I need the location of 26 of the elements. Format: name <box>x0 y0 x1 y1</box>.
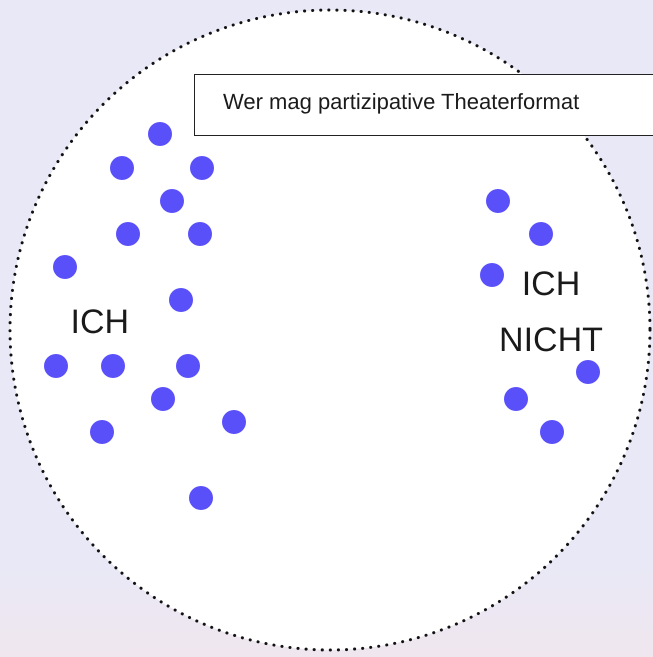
dot <box>527 220 555 248</box>
dot <box>149 385 177 413</box>
question-box <box>194 74 653 136</box>
dot <box>174 352 202 380</box>
dot <box>51 253 79 281</box>
dot <box>42 352 70 380</box>
dot <box>484 187 512 215</box>
dot <box>158 187 186 215</box>
dot <box>574 358 602 386</box>
dot <box>146 120 174 148</box>
dot <box>187 484 215 512</box>
dot <box>88 418 116 446</box>
dot <box>478 261 506 289</box>
dot <box>167 286 195 314</box>
dot <box>220 408 248 436</box>
dot <box>114 220 142 248</box>
group-label: ICH NICHT <box>498 264 604 361</box>
dot <box>108 154 136 182</box>
dot <box>502 385 530 413</box>
question-text: Wer mag partizipative Theaterformat <box>223 89 580 115</box>
dot <box>186 220 214 248</box>
dot <box>99 352 127 380</box>
dotted-circle <box>8 8 652 652</box>
dot <box>188 154 216 182</box>
dot <box>538 418 566 446</box>
group-label: ICH <box>70 302 130 343</box>
